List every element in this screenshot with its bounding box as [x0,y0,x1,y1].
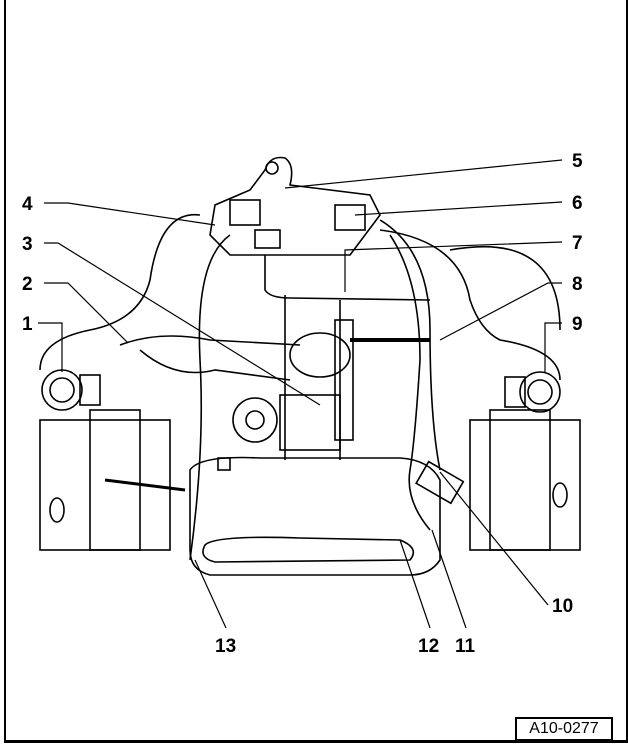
diagram-frame [4,0,628,743]
valve-bracket [209,156,381,256]
callout-13: 13 [215,636,236,657]
engine-drawing [39,156,581,576]
figure-reference: A10-0277 [515,717,613,741]
callout-11: 11 [455,636,476,657]
callout-9: 9 [572,314,583,335]
intake-manifold [189,456,441,576]
leader-lines [38,159,563,629]
callout-5: 5 [572,151,583,172]
callout-6: 6 [572,193,583,214]
callout-7: 7 [572,233,583,254]
callout-12: 12 [418,636,439,657]
component-1 [41,369,83,411]
callout-1: 1 [22,314,33,335]
callout-4: 4 [22,194,33,215]
callout-10: 10 [552,596,573,617]
callout-8: 8 [572,274,583,295]
component-9 [519,371,561,413]
callout-3: 3 [22,234,33,255]
pump [232,397,278,443]
callout-2: 2 [22,274,33,295]
